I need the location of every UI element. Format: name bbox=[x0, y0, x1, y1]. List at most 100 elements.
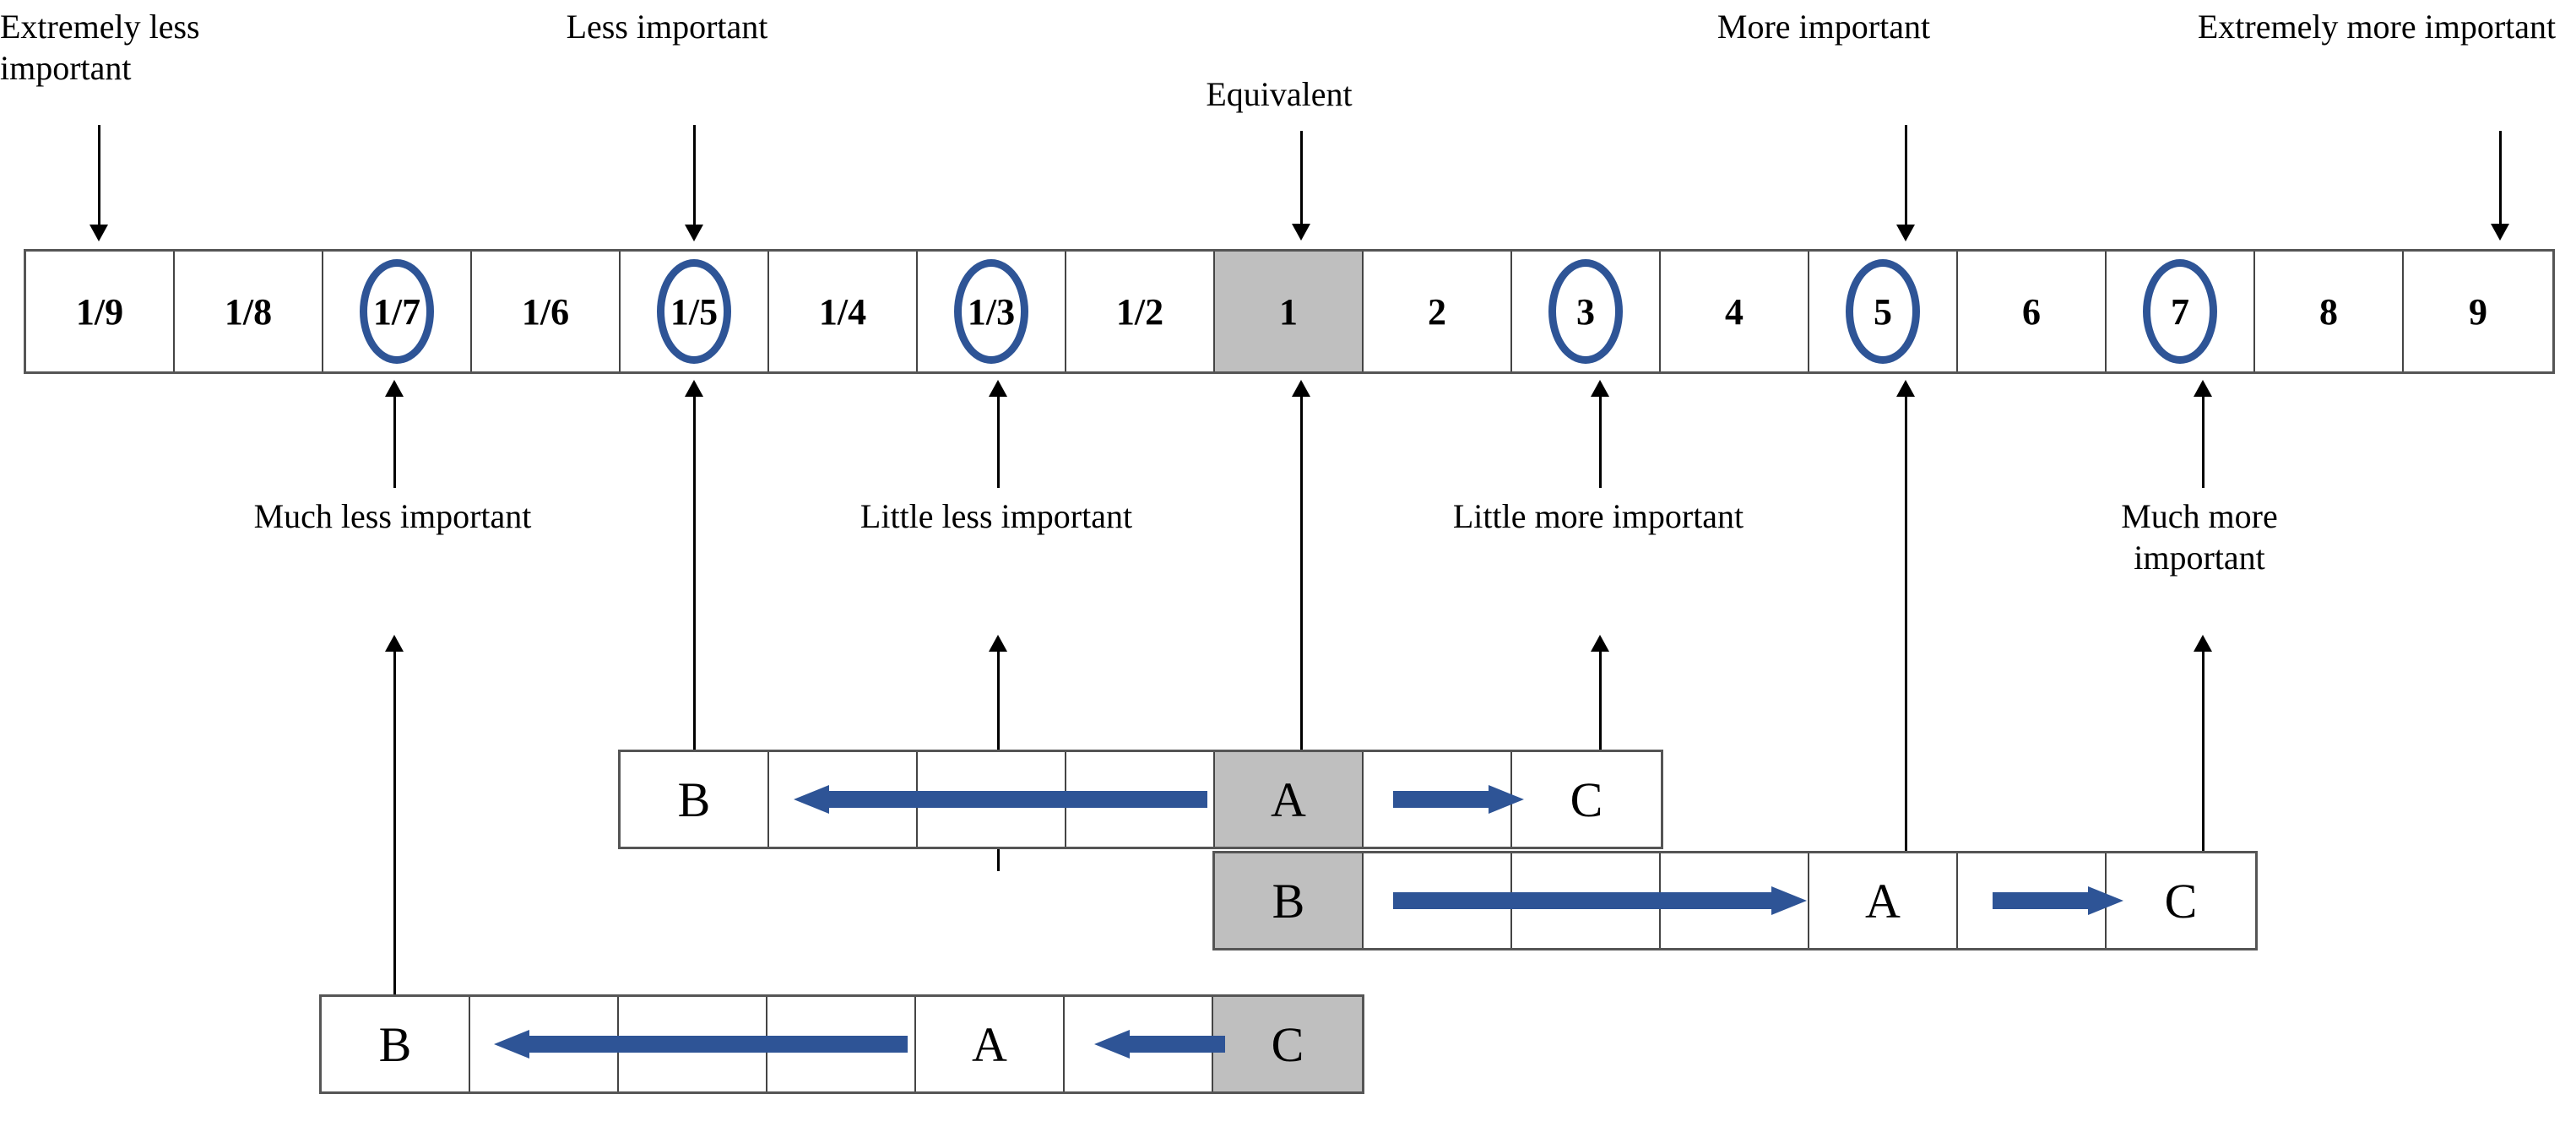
scale-cell-label: 8 bbox=[2319, 290, 2338, 333]
connector-line-5-to-row2 bbox=[1905, 395, 1907, 876]
connector-arrowhead-1-3 bbox=[989, 635, 1007, 652]
cmp-c-cell-4[interactable]: A bbox=[916, 997, 1065, 1091]
scale-cell-13[interactable]: 6 bbox=[1958, 252, 2107, 371]
leader-line-extremely-less-important bbox=[98, 125, 100, 226]
bottom-label-little-more-important: Little more important bbox=[1452, 497, 1744, 535]
scale-cell-3[interactable]: 1/6 bbox=[472, 252, 621, 371]
top-label-less-important: Less important bbox=[566, 8, 768, 46]
cmp-cell-label: B bbox=[1272, 873, 1305, 929]
scale-cell-label: 1/5 bbox=[670, 290, 719, 333]
cmp-a-cell-6[interactable]: C bbox=[1512, 752, 1661, 847]
connector-line-1-7-to-row3 bbox=[393, 650, 396, 998]
leader-arrowhead-much-more-important bbox=[2194, 380, 2212, 397]
cmp-cell-label: B bbox=[378, 1016, 412, 1072]
scale-cell-label: 3 bbox=[1576, 290, 1595, 333]
cmp-b-cell-0[interactable]: B bbox=[1215, 853, 1364, 948]
scale-cell-9[interactable]: 2 bbox=[1364, 252, 1512, 371]
cmp-b-cell-3[interactable] bbox=[1661, 853, 1809, 948]
top-label-equivalent: Equivalent bbox=[1206, 75, 1353, 113]
scale-cell-8[interactable]: 1 bbox=[1215, 252, 1364, 371]
cmp-cell-label: C bbox=[1570, 772, 1603, 827]
comparison-row-c: B A C bbox=[319, 994, 1364, 1094]
comparison-row-a: B A C bbox=[618, 750, 1663, 849]
connector-line-1-to-rows bbox=[1300, 395, 1303, 758]
cmp-a-cell-3[interactable] bbox=[1066, 752, 1215, 847]
cmp-b-cell-6[interactable]: C bbox=[2107, 853, 2255, 948]
cmp-b-cell-5[interactable] bbox=[1958, 853, 2107, 948]
connector-line-7-to-row2 bbox=[2202, 650, 2205, 876]
scale-cell-label: 2 bbox=[1428, 290, 1446, 333]
cmp-c-cell-6[interactable]: C bbox=[1213, 997, 1362, 1091]
scale-cell-2[interactable]: 1/7 bbox=[323, 252, 472, 371]
scale-cell-5[interactable]: 1/4 bbox=[769, 252, 918, 371]
scale-cell-14[interactable]: 7 bbox=[2107, 252, 2255, 371]
top-label-extremely-less-important: Extremely less important bbox=[0, 8, 200, 87]
scale-cell-label: 1/3 bbox=[967, 290, 1016, 333]
top-label-more-important: More important bbox=[1716, 8, 1931, 46]
scale-cell-12[interactable]: 5 bbox=[1809, 252, 1958, 371]
scale-cell-label: 1/9 bbox=[75, 290, 124, 333]
bottom-label-much-more-important: Much more important bbox=[2121, 497, 2278, 577]
scale-cell-15[interactable]: 8 bbox=[2255, 252, 2404, 371]
leader-line-little-more-important bbox=[1599, 395, 1602, 488]
leader-arrowhead-little-less-important bbox=[989, 380, 1007, 397]
cmp-cell-label: A bbox=[1865, 873, 1901, 929]
cmp-c-cell-5[interactable] bbox=[1065, 997, 1213, 1091]
leader-arrowhead-little-more-important bbox=[1591, 380, 1609, 397]
cmp-a-cell-4[interactable]: A bbox=[1215, 752, 1364, 847]
scale-cell-label: 1/8 bbox=[224, 290, 273, 333]
cmp-c-cell-0[interactable]: B bbox=[322, 997, 470, 1091]
connector-arrowhead-7 bbox=[2194, 635, 2212, 652]
scale-cell-label: 6 bbox=[2022, 290, 2041, 333]
leader-arrowhead-less-important bbox=[685, 225, 703, 241]
cmp-cell-label: B bbox=[677, 772, 711, 827]
scale-cell-label: 9 bbox=[2469, 290, 2487, 333]
cmp-a-cell-0[interactable]: B bbox=[621, 752, 769, 847]
scale-cell-label: 1/7 bbox=[372, 290, 421, 333]
scale-cell-label: 1 bbox=[1279, 290, 1298, 333]
cmp-a-cell-2[interactable] bbox=[918, 752, 1066, 847]
cmp-b-cell-1[interactable] bbox=[1364, 853, 1512, 948]
scale-cell-11[interactable]: 4 bbox=[1661, 252, 1809, 371]
top-label-extremely-more-important: Extremely more important bbox=[2197, 8, 2557, 46]
saaty-scale-bar: 1/9 1/8 1/7 1/6 1/5 1/4 1/3 1/2 1 2 3 4 … bbox=[24, 249, 2555, 374]
cmp-c-cell-1[interactable] bbox=[470, 997, 619, 1091]
connector-arrowhead-1-5 bbox=[685, 380, 703, 397]
leader-arrowhead-extremely-more-important bbox=[2491, 224, 2509, 241]
cmp-cell-label: C bbox=[2164, 873, 2198, 929]
cmp-cell-label: A bbox=[1271, 772, 1306, 827]
cmp-a-cell-5[interactable] bbox=[1364, 752, 1512, 847]
scale-cell-16[interactable]: 9 bbox=[2404, 252, 2552, 371]
connector-arrowhead-5 bbox=[1896, 380, 1915, 397]
leader-line-much-less-important bbox=[393, 395, 396, 488]
connector-arrowhead-3 bbox=[1591, 635, 1609, 652]
cmp-cell-label: A bbox=[972, 1016, 1007, 1072]
scale-cell-10[interactable]: 3 bbox=[1512, 252, 1661, 371]
leader-arrowhead-equivalent bbox=[1292, 224, 1310, 241]
scale-cell-label: 1/6 bbox=[521, 290, 570, 333]
cmp-b-cell-2[interactable] bbox=[1512, 853, 1661, 948]
scale-cell-label: 7 bbox=[2171, 290, 2189, 333]
leader-arrowhead-much-less-important bbox=[385, 380, 404, 397]
leader-line-more-important bbox=[1905, 125, 1907, 226]
cmp-a-cell-1[interactable] bbox=[769, 752, 918, 847]
scale-cell-7[interactable]: 1/2 bbox=[1066, 252, 1215, 371]
scale-cell-label: 1/2 bbox=[1115, 290, 1164, 333]
scale-cell-6[interactable]: 1/3 bbox=[918, 252, 1066, 371]
cmp-c-cell-2[interactable] bbox=[619, 997, 767, 1091]
scale-cell-label: 5 bbox=[1874, 290, 1892, 333]
connector-line-3-to-row1 bbox=[1599, 650, 1602, 758]
connector-arrowhead-1 bbox=[1292, 380, 1310, 397]
leader-line-little-less-important bbox=[997, 395, 1000, 488]
leader-line-less-important bbox=[693, 125, 696, 226]
cmp-c-cell-3[interactable] bbox=[767, 997, 916, 1091]
leader-arrowhead-extremely-less-important bbox=[89, 225, 108, 241]
scale-cell-4[interactable]: 1/5 bbox=[621, 252, 769, 371]
scale-cell-label: 1/4 bbox=[818, 290, 867, 333]
scale-cell-1[interactable]: 1/8 bbox=[175, 252, 323, 371]
comparison-row-b: B A C bbox=[1212, 851, 2258, 950]
leader-line-much-more-important bbox=[2202, 395, 2205, 488]
cmp-b-cell-4[interactable]: A bbox=[1809, 853, 1958, 948]
scale-cell-0[interactable]: 1/9 bbox=[26, 252, 175, 371]
